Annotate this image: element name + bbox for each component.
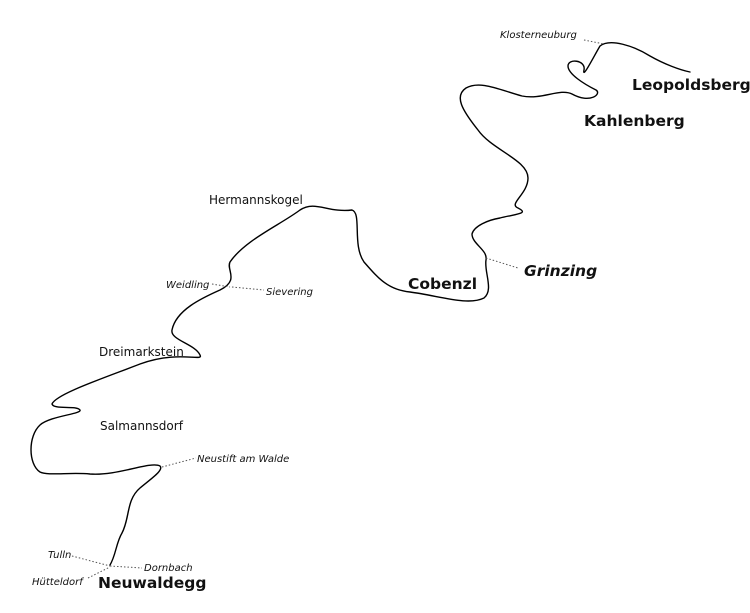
label-neustift: Neustift am Walde (197, 454, 289, 465)
label-leopoldsberg: Leopoldsberg (632, 76, 750, 94)
leader-klosterneuburg (583, 39, 605, 45)
leader-weidling (211, 283, 231, 288)
label-tulln: Tulln (48, 550, 71, 561)
label-grinzing: Grinzing (524, 262, 597, 280)
label-klosterneuburg: Klosterneuburg (500, 30, 577, 41)
label-salmannsdorf: Salmannsdorf (100, 419, 184, 433)
label-huetteldorf: Hütteldorf (32, 577, 84, 588)
label-dornbach: Dornbach (144, 563, 193, 574)
label-neuwaldegg: Neuwaldegg (98, 574, 206, 592)
leader-grinzing (485, 257, 519, 269)
leader-sievering (231, 286, 265, 291)
leader-huetteldorf (87, 566, 111, 579)
label-weidling: Weidling (166, 280, 209, 291)
leader-dornbach (109, 565, 143, 569)
label-sievering: Sievering (266, 287, 313, 298)
label-kahlenberg: Kahlenberg (584, 112, 685, 130)
label-cobenzl: Cobenzl (408, 275, 477, 293)
label-hermannskogel: Hermannskogel (209, 193, 303, 207)
route-line (30, 42, 691, 566)
leader-neustift (161, 457, 197, 468)
label-dreimarkstein: Dreimarkstein (99, 345, 184, 359)
leader-tulln (71, 555, 111, 567)
